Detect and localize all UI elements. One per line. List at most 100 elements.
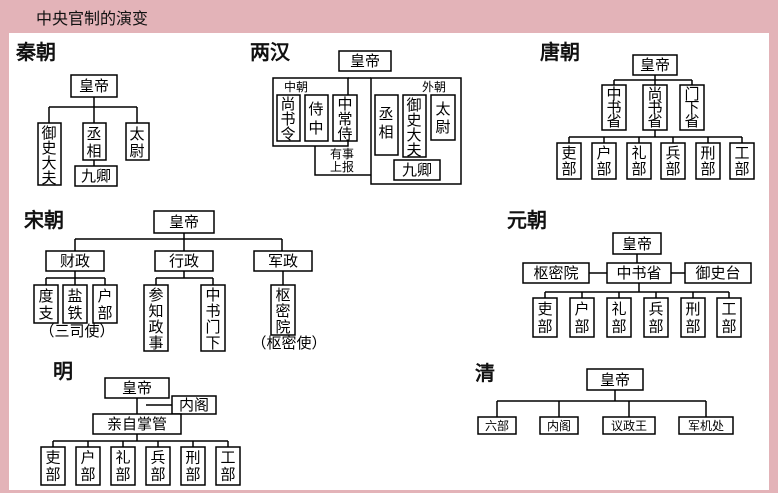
song-yantie-char: 铁 <box>67 304 82 322</box>
qin-taiwei-char: 尉 <box>129 142 144 160</box>
tang-li-rites-char: 礼 <box>631 144 646 162</box>
han-shangshuling-char: 尚 <box>280 95 295 113</box>
qin-chengxiang-char: 丞 <box>86 125 101 143</box>
song-xingzheng-label: 行政 <box>169 252 199 270</box>
song-hubu-box <box>92 284 118 324</box>
yuan-libu-char: 部 <box>537 317 552 335</box>
han-yushidafu-char: 史 <box>406 111 421 129</box>
han-yushidafu-char: 大 <box>406 126 421 144</box>
song-zhongshumenxia-char: 门 <box>205 318 220 336</box>
qing-emperor-label: 皇帝 <box>600 371 630 389</box>
qin-taiwei-char: 太 <box>129 125 144 143</box>
han-shizhong-box <box>304 94 329 142</box>
song-section: 宋朝 皇帝 财政 行政 军政 度 支 盐 铁 户 部 （三司使） 参 知 <box>24 208 327 352</box>
song-shumiyuan-char: 密 <box>275 302 290 320</box>
song-canzhizhengshi-char: 参 <box>148 286 163 304</box>
song-canzhizhengshi-char: 政 <box>148 318 163 336</box>
qing-section: 清 皇帝 六部 内阁 议政王 军机处 <box>475 361 734 435</box>
ming-hubu-box <box>75 446 101 486</box>
ming-heading: 明 <box>53 359 73 383</box>
song-yantie-char: 盐 <box>67 287 82 305</box>
qin-yushidafu-char: 史 <box>41 139 56 157</box>
song-canzhizhengshi-char: 事 <box>148 334 163 352</box>
tang-bingbu-char: 部 <box>665 160 680 178</box>
qing-liubu-label: 六部 <box>485 418 509 433</box>
yuan-hubu-box <box>569 297 595 338</box>
song-shumiyuan-char: 院 <box>275 318 290 336</box>
tang-sheng-2-box <box>679 84 705 131</box>
tang-heading: 唐朝 <box>540 40 580 64</box>
qin-emperor-label: 皇帝 <box>79 77 109 95</box>
qin-chengxiang-box <box>82 122 107 161</box>
song-zhongshumenxia-char: 中 <box>205 286 220 304</box>
qing-junjichu-label: 军机处 <box>688 419 724 433</box>
han-zhongchangshi-char: 中 <box>337 95 352 113</box>
han-jiuqing-label: 九卿 <box>402 161 432 179</box>
han-chengxiang-box <box>374 94 399 156</box>
han-report-note: 有事 <box>330 147 354 161</box>
qing-neige-box <box>539 416 579 435</box>
han-shizhong-char: 侍 <box>308 100 323 118</box>
song-junzheng-label: 军政 <box>268 252 298 270</box>
song-shumishi-note: （枢密使） <box>251 334 326 352</box>
song-sansishi-note: （三司使） <box>39 322 114 340</box>
tang-gongbu-char: 工 <box>734 144 749 162</box>
ming-xingbu-char: 刑 <box>185 449 200 467</box>
han-outer-court-label: 外朝 <box>422 80 446 94</box>
han-outer-court-frame <box>370 77 462 185</box>
ming-gongbu-char: 部 <box>220 466 235 484</box>
han-emperor-box <box>338 50 392 72</box>
qing-yizhengwang-box <box>602 416 656 435</box>
tang-hubu-char: 部 <box>596 160 611 178</box>
yuan-xingbu-box <box>680 297 706 338</box>
yuan-emperor-label: 皇帝 <box>622 235 652 253</box>
ming-li-rites-char: 礼 <box>115 449 130 467</box>
tang-sheng-1-box <box>642 84 668 131</box>
ming-libu-box <box>40 446 66 486</box>
yuan-zhongshusheng-label: 中书省 <box>616 264 661 282</box>
song-canzhizhengshi-char: 知 <box>148 302 163 320</box>
ming-hubu-char: 户 <box>80 449 95 467</box>
yuan-bingbu-box <box>643 297 669 338</box>
han-zhongchangshi-box <box>332 94 358 142</box>
han-taiwei-char: 太 <box>435 100 450 118</box>
qing-liubu-box <box>477 416 517 435</box>
song-duzhi-char: 度 <box>38 287 53 305</box>
ming-neige-label: 内阁 <box>179 396 209 414</box>
han-report-note: 上报 <box>330 159 354 174</box>
yuan-xingbu-char: 刑 <box>685 300 700 318</box>
song-emperor-label: 皇帝 <box>169 213 199 231</box>
song-shumiyuan-char: 枢 <box>275 286 290 304</box>
ming-li-rites-char: 部 <box>115 466 130 484</box>
yuan-li-rites-char: 部 <box>611 317 626 335</box>
yuan-gongbu-char: 部 <box>721 317 736 335</box>
tang-bingbu-char: 兵 <box>665 144 680 162</box>
han-section: 两汉 皇帝 中朝 外朝 尚 书 令 侍 中 中 常 侍 丞 相 御 史 大 夫 … <box>250 40 462 185</box>
ming-li-rites-box <box>110 446 136 486</box>
tang-sheng-0-char: 书 <box>606 99 621 117</box>
song-heading: 宋朝 <box>24 208 64 232</box>
han-yushidafu-box <box>402 94 427 158</box>
tang-sheng-2-char: 省 <box>684 112 699 130</box>
han-jiuqing-box <box>393 159 441 181</box>
tang-sheng-2-char: 门 <box>684 85 699 103</box>
han-yushidafu-char: 御 <box>406 96 421 114</box>
song-canzhizhengshi-box <box>143 284 169 352</box>
tang-xingbu-char: 刑 <box>700 144 715 162</box>
tang-sheng-1-char: 省 <box>647 112 662 130</box>
tang-sheng-1-char: 书 <box>647 99 662 117</box>
song-caizheng-label: 财政 <box>60 252 90 270</box>
song-zhongshumenxia-char: 书 <box>205 302 220 320</box>
yuan-gongbu-box <box>716 297 742 338</box>
yuan-libu-char: 吏 <box>537 300 552 318</box>
ming-gongbu-box <box>215 446 241 486</box>
tang-emperor-label: 皇帝 <box>640 56 670 74</box>
yuan-heading: 元朝 <box>507 208 547 232</box>
tang-libu-char: 部 <box>561 160 576 178</box>
qing-junjichu-box <box>678 416 734 435</box>
qin-yushidafu-char: 大 <box>41 154 56 172</box>
song-shumiyuan-box <box>270 284 296 336</box>
